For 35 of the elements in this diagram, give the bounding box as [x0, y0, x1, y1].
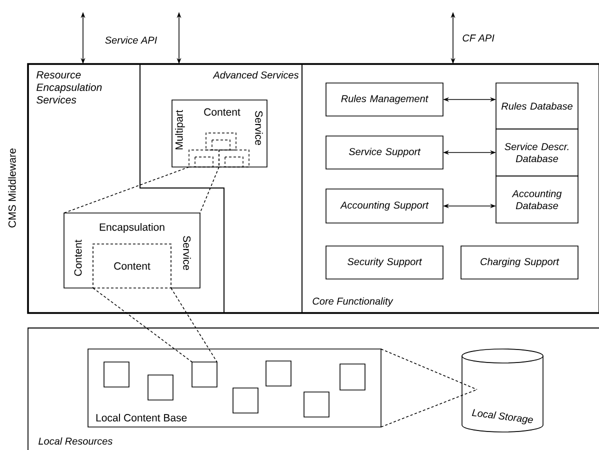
- content-square: [304, 392, 330, 418]
- service-box: Multipart Content Service: [172, 100, 268, 168]
- content-square: [232, 388, 258, 414]
- connector-line: [380, 389, 478, 428]
- content-square: [340, 364, 366, 390]
- connector-line: [380, 348, 478, 390]
- connector-line: [64, 166, 190, 214]
- region-label: Resource Encapsulation Services: [36, 71, 102, 104]
- content-square: [192, 362, 218, 388]
- function-box: Accounting Database: [496, 176, 578, 224]
- dashed-box: [188, 150, 220, 168]
- function-box: Rules Database: [496, 82, 578, 130]
- api-label: Service API: [105, 36, 157, 44]
- function-box: Rules Management: [326, 82, 444, 116]
- region-label: Core Functionality: [312, 297, 394, 307]
- function-box: Accounting Support: [326, 188, 444, 224]
- content-square: [104, 362, 130, 388]
- content-square: [148, 374, 174, 400]
- function-box: Charging Support: [460, 246, 578, 280]
- function-box: Service Descr. Database: [496, 128, 578, 176]
- connector-line: [170, 288, 218, 362]
- function-box: Service Support: [326, 136, 444, 170]
- edge-label: CF API: [461, 33, 496, 43]
- content-square: [266, 360, 292, 386]
- region-label: Advanced Services: [212, 71, 299, 79]
- function-box: Security Support: [326, 246, 444, 280]
- node-label: Local Storage: [472, 409, 533, 424]
- content-box: Content: [92, 244, 172, 288]
- dashed-box: [218, 150, 250, 168]
- content-base-box: Local Content Base: [88, 348, 382, 428]
- frame-label: CMS Middleware: [8, 148, 16, 228]
- region-label: Local Resources: [38, 437, 112, 445]
- connector-line: [92, 288, 192, 362]
- dashed-box: [206, 132, 236, 150]
- storage-cylinder: Local Storage: [462, 348, 544, 432]
